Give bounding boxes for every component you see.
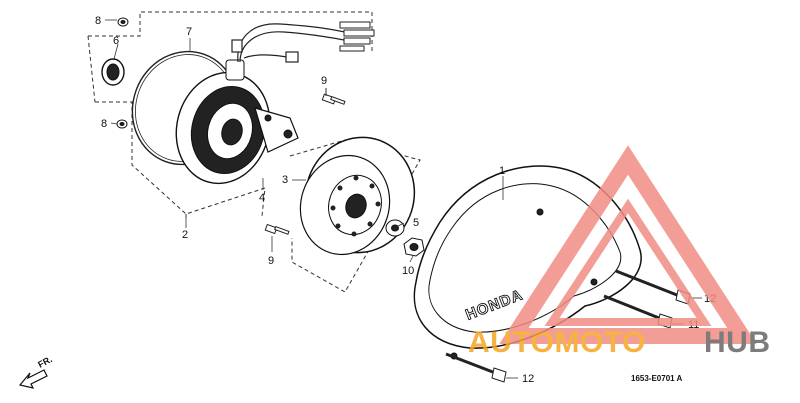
- arrow-icon: [18, 369, 48, 389]
- diagram-part-code: 1653-E0701 A: [631, 374, 683, 383]
- watermark-text-orange: AUTOMOTO: [468, 326, 646, 359]
- callout-2: 2: [182, 229, 188, 241]
- callout-1: 1: [499, 165, 505, 177]
- callout-8-lower: 8: [101, 118, 107, 130]
- callout-9-upper: 9: [321, 75, 327, 87]
- watermark-triangle-icon: [499, 145, 757, 344]
- direction-label: FR.: [36, 354, 53, 370]
- dowel-pin-8-lower: [116, 119, 128, 129]
- oil-seal-6: [101, 58, 125, 86]
- bolt-9-lower: [264, 223, 290, 235]
- callout-4: 4: [259, 192, 265, 204]
- callout-8-upper: 8: [95, 15, 101, 27]
- watermark-logo: AUTOMOTO HUB: [468, 145, 771, 359]
- watermark-text-gray: HUB: [704, 326, 771, 359]
- leader-lines: [105, 19, 702, 379]
- callout-6: 6: [113, 35, 119, 47]
- front-direction-arrow: FR.: [18, 354, 54, 389]
- callout-9-lower: 9: [268, 255, 274, 267]
- washer-5: [385, 219, 405, 237]
- callout-10: 10: [402, 265, 414, 277]
- callout-12-lower: 12: [522, 373, 534, 385]
- stator-assembly: [175, 59, 299, 185]
- dowel-pin-8-upper: [117, 17, 129, 27]
- wire-harness: [231, 23, 367, 63]
- bolt-12-lower: [445, 352, 507, 383]
- callout-7: 7: [186, 26, 192, 38]
- bolt-9-upper: [321, 93, 346, 105]
- nut-10: [403, 237, 425, 257]
- connector-terminals: [339, 21, 375, 52]
- callout-3: 3: [282, 174, 288, 186]
- callout-5: 5: [413, 217, 419, 229]
